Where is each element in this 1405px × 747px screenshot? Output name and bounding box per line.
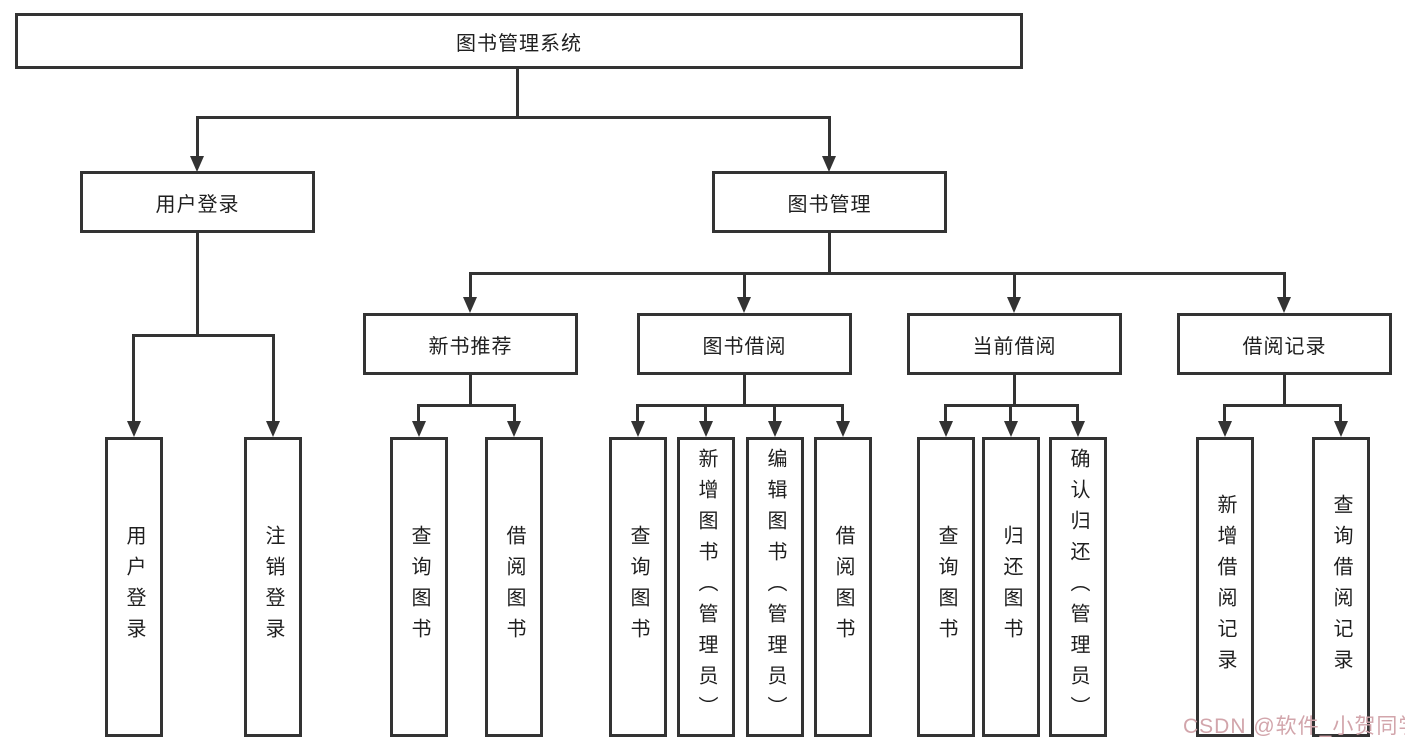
leaf-current-query-books: 查询图书: [917, 437, 975, 737]
leaf-edit-books-admin-label: 编辑图书（管理员）: [764, 447, 786, 727]
connector-line: [944, 404, 947, 423]
leaf-query-borrow-record: 查询借阅记录: [1312, 437, 1370, 737]
connector-line: [417, 404, 516, 407]
arrowhead-down-icon: [836, 421, 850, 437]
leaf-newbook-query-books-label: 查询图书: [408, 525, 430, 649]
arrowhead-down-icon: [190, 156, 204, 172]
connector-line: [132, 334, 274, 337]
leaf-return-books-label: 归还图书: [1000, 525, 1022, 649]
connector-line: [1223, 404, 1226, 423]
node-book-borrow: 图书借阅: [637, 313, 852, 375]
connector-line: [743, 375, 746, 407]
arrowhead-down-icon: [699, 421, 713, 437]
leaf-newbook-query-books: 查询图书: [390, 437, 448, 737]
arrowhead-down-icon: [1277, 297, 1291, 313]
leaf-confirm-return-admin: 确认归还（管理员）: [1049, 437, 1107, 737]
leaf-add-books-admin-label: 新增图书（管理员）: [695, 447, 717, 727]
connector-line: [636, 404, 844, 407]
arrowhead-down-icon: [1334, 421, 1348, 437]
node-user-login: 用户登录: [80, 171, 315, 233]
arrowhead-down-icon: [266, 421, 280, 437]
arrowhead-down-icon: [1071, 421, 1085, 437]
leaf-return-books: 归还图书: [982, 437, 1040, 737]
node-current-borrow-label: 当前借阅: [972, 335, 1057, 358]
node-new-book-recommend-label: 新书推荐: [428, 335, 513, 358]
leaf-borrow-query-books-label: 查询图书: [627, 525, 649, 649]
connector-line: [1283, 272, 1286, 299]
connector-line: [1223, 404, 1342, 407]
leaf-add-borrow-record: 新增借阅记录: [1196, 437, 1254, 737]
arrowhead-down-icon: [939, 421, 953, 437]
node-root: 图书管理系统: [15, 13, 1023, 69]
connector-line: [828, 233, 831, 275]
connector-line: [272, 334, 275, 422]
connector-line: [704, 404, 707, 423]
leaf-borrow-query-books: 查询图书: [609, 437, 667, 737]
leaf-confirm-return-admin-label: 确认归还（管理员）: [1067, 447, 1089, 727]
connector-line: [469, 272, 472, 299]
leaf-newbook-borrow-books: 借阅图书: [485, 437, 543, 737]
node-borrow-record-label: 借阅记录: [1242, 335, 1327, 358]
connector-line: [469, 375, 472, 407]
arrowhead-down-icon: [822, 156, 836, 172]
leaf-borrow-books-label: 借阅图书: [832, 525, 854, 649]
connector-line: [1339, 404, 1342, 423]
connector-line: [132, 334, 135, 422]
arrowhead-down-icon: [1218, 421, 1232, 437]
connector-line: [828, 116, 831, 158]
arrowhead-down-icon: [1007, 297, 1021, 313]
connector-line: [1013, 375, 1016, 407]
node-book-mgmt: 图书管理: [712, 171, 947, 233]
leaf-edit-books-admin: 编辑图书（管理员）: [746, 437, 804, 737]
connector-line: [196, 116, 199, 158]
leaf-user-login-label: 用户登录: [123, 525, 145, 649]
connector-line: [1013, 272, 1016, 299]
leaf-borrow-books: 借阅图书: [814, 437, 872, 737]
arrowhead-down-icon: [737, 297, 751, 313]
node-borrow-record: 借阅记录: [1177, 313, 1392, 375]
arrowhead-down-icon: [631, 421, 645, 437]
connector-line: [196, 116, 831, 119]
connector-line: [773, 404, 776, 423]
connector-line: [743, 272, 746, 299]
leaf-newbook-borrow-books-label: 借阅图书: [503, 525, 525, 649]
connector-line: [417, 404, 420, 423]
node-current-borrow: 当前借阅: [907, 313, 1122, 375]
leaf-add-books-admin: 新增图书（管理员）: [677, 437, 735, 737]
arrowhead-down-icon: [127, 421, 141, 437]
arrowhead-down-icon: [507, 421, 521, 437]
arrowhead-down-icon: [768, 421, 782, 437]
arrowhead-down-icon: [412, 421, 426, 437]
leaf-query-borrow-record-label: 查询借阅记录: [1330, 494, 1352, 680]
leaf-logout-label: 注销登录: [262, 525, 284, 649]
leaf-current-query-books-label: 查询图书: [935, 525, 957, 649]
leaf-user-login: 用户登录: [105, 437, 163, 737]
connector-line: [1009, 404, 1012, 423]
arrowhead-down-icon: [463, 297, 477, 313]
node-new-book-recommend: 新书推荐: [363, 313, 578, 375]
connector-line: [636, 404, 639, 423]
watermark-text: CSDN @软件_小贺同学: [1183, 715, 1405, 738]
node-book-mgmt-label: 图书管理: [787, 193, 872, 216]
connector-line: [841, 404, 844, 423]
node-book-borrow-label: 图书借阅: [702, 335, 787, 358]
arrowhead-down-icon: [1004, 421, 1018, 437]
connector-line: [196, 233, 199, 337]
connector-line: [513, 404, 516, 423]
connector-line: [1283, 375, 1286, 407]
node-user-login-label: 用户登录: [155, 193, 240, 216]
leaf-add-borrow-record-label: 新增借阅记录: [1214, 494, 1236, 680]
leaf-logout: 注销登录: [244, 437, 302, 737]
connector-line: [1076, 404, 1079, 423]
connector-line: [469, 272, 1286, 275]
node-root-label: 图书管理系统: [456, 32, 582, 55]
connector-line: [516, 69, 519, 119]
